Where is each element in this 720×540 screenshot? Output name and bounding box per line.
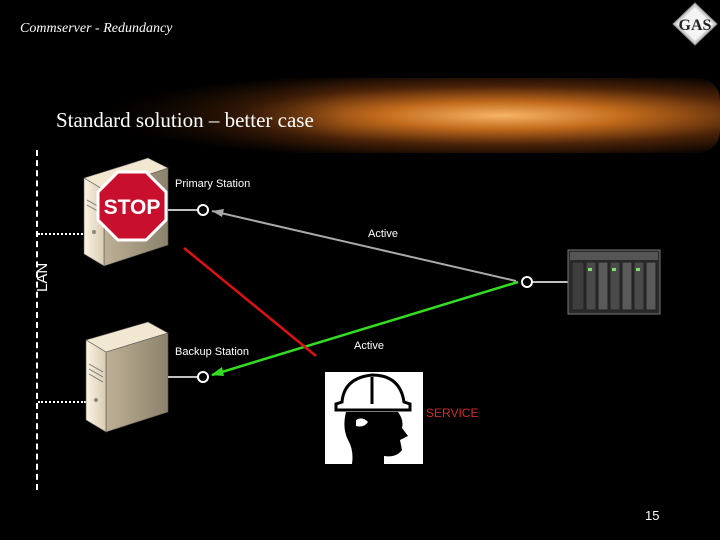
title-banner [40, 78, 720, 153]
service-label: SERVICE [426, 406, 479, 420]
plc-rack-icon [567, 249, 661, 315]
header-title: Commserver - Redundancy [20, 21, 173, 36]
backup-link-arrowhead [211, 367, 224, 376]
failover-link [183, 247, 317, 357]
lan-drop-primary [38, 233, 86, 235]
backup-plc-link [211, 280, 519, 377]
backup-link-label: Active [354, 340, 384, 352]
slide-title: Standard solution – better case [56, 108, 314, 132]
primary-link-arrowhead [212, 209, 224, 217]
page-number: 15 [645, 508, 660, 523]
stop-sign-icon: STOP [96, 170, 168, 242]
lan-line [36, 150, 38, 490]
lan-drop-backup [38, 401, 86, 403]
primary-link-label: Active [368, 228, 398, 240]
stop-sign-text: STOP [104, 196, 161, 219]
backup-server-icon [85, 321, 169, 433]
primary-port [197, 204, 209, 216]
primary-plc-link [211, 210, 517, 282]
backup-station-label: Backup Station [175, 346, 249, 358]
primary-station-label: Primary Station [175, 178, 251, 190]
service-technician-icon [325, 372, 423, 464]
plc-port [521, 276, 533, 288]
backup-port [197, 371, 209, 383]
gas-logo: GAS [672, 2, 718, 46]
logo-text: GAS [679, 17, 712, 34]
